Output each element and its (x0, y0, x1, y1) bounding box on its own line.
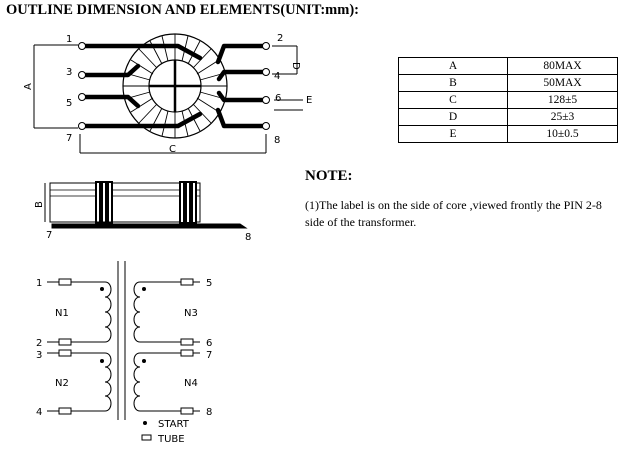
winding-label-n3: N3 (184, 308, 198, 319)
table-cell-key: A (398, 57, 508, 75)
top-view (33, 33, 303, 154)
winding-label-n2: N2 (55, 378, 69, 389)
side-view (44, 181, 248, 229)
winding-label-n4: N4 (184, 378, 198, 389)
top-view-labels: 1 3 5 7 2 4 6 8 A C D E (23, 33, 312, 155)
schem-pin-label-7: 7 (206, 350, 212, 361)
schematic (47, 261, 200, 441)
note-text: (1)The label is on the side of core ,vie… (305, 198, 602, 229)
pin-label-1: 1 (66, 34, 72, 45)
table-cell-value: 10±0.5 (507, 125, 618, 143)
winding-label-n1: N1 (55, 308, 69, 319)
dim-label-a: A (23, 83, 34, 90)
pin-label-2: 2 (277, 33, 283, 44)
side-pin-label-7: 7 (46, 230, 52, 241)
side-view-labels: B 7 8 (34, 201, 251, 243)
table-row: C 128±5 (398, 91, 618, 109)
table-cell-value: 25±3 (507, 108, 618, 126)
page-title: OUTLINE DIMENSION AND ELEMENTS(UNIT:mm): (6, 2, 359, 18)
schematic-labels: 1 2 3 4 5 6 7 8 N1 N2 N3 N4 START TUBE (36, 278, 212, 445)
legend-tube-label: TUBE (157, 434, 185, 445)
table-row: D 25±3 (398, 108, 618, 126)
pin-label-4: 4 (274, 71, 280, 82)
schem-pin-label-4: 4 (36, 407, 42, 418)
dim-label-e: E (306, 95, 312, 106)
table-cell-value: 50MAX (507, 74, 618, 92)
table-row: A 80MAX (398, 57, 618, 75)
pin-label-8: 8 (274, 135, 280, 146)
pin-label-3: 3 (66, 67, 72, 78)
legend-start-label: START (158, 419, 190, 430)
table-cell-key: C (398, 91, 508, 109)
pin-label-5: 5 (66, 98, 72, 109)
table-cell-key: E (398, 125, 508, 143)
table-cell-key: B (398, 74, 508, 92)
schem-pin-label-8: 8 (206, 407, 212, 418)
side-pin-label-8: 8 (245, 232, 251, 243)
table-row: E 10±0.5 (398, 125, 618, 143)
table-cell-value: 128±5 (507, 91, 618, 109)
dimension-table: A 80MAX B 50MAX C 128±5 D 25±3 E 10±0.5 (398, 57, 618, 143)
table-cell-value: 80MAX (507, 57, 618, 75)
pin-label-7: 7 (66, 133, 72, 144)
schem-pin-label-6: 6 (206, 338, 212, 349)
schem-pin-label-1: 1 (36, 278, 42, 289)
dim-label-c: C (169, 144, 176, 155)
table-cell-key: D (398, 108, 508, 126)
pin-label-6: 6 (275, 93, 281, 104)
schem-pin-label-5: 5 (206, 278, 212, 289)
schem-pin-label-3: 3 (36, 350, 42, 361)
table-row: B 50MAX (398, 74, 618, 92)
side-dim-label-b: B (34, 201, 45, 208)
dim-label-d: D (290, 62, 301, 70)
note-heading: NOTE: (305, 168, 353, 184)
schem-pin-label-2: 2 (36, 338, 42, 349)
